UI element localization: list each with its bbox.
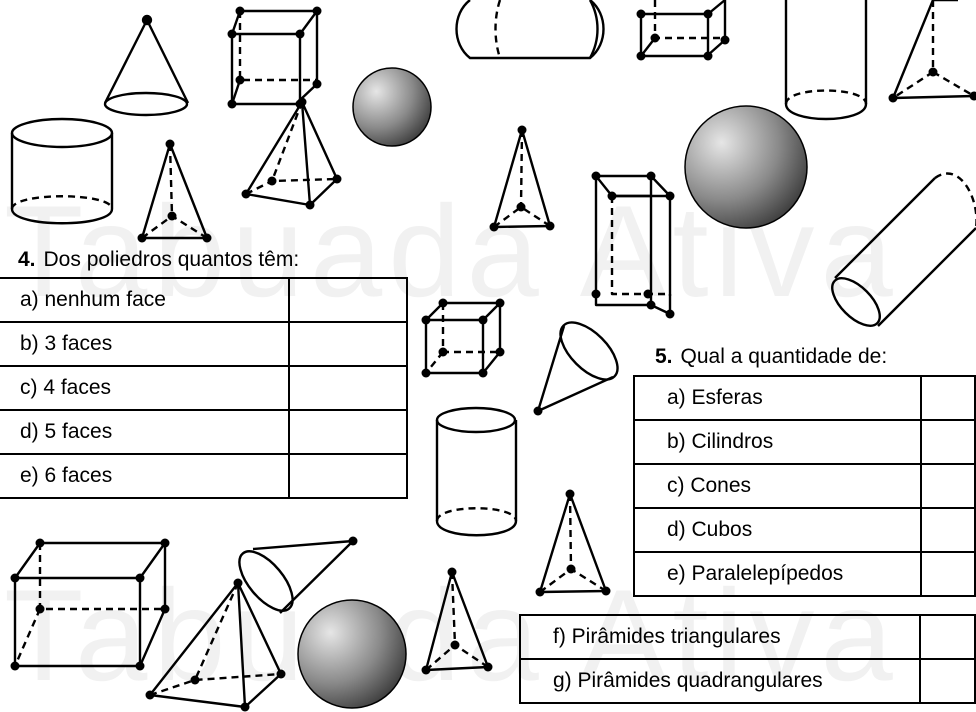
table-row: b) 3 faces — [0, 321, 408, 367]
table-row: c) Cones — [632, 463, 976, 509]
table-row: d) 5 faces — [0, 409, 408, 455]
answer-cell[interactable] — [920, 419, 976, 465]
row-label: e) 6 faces — [0, 453, 290, 499]
table-row: a) Esferas — [632, 375, 976, 421]
cube-shape — [636, 0, 730, 61]
table-row: b) Cilindros — [632, 419, 976, 465]
cone-shape — [238, 536, 358, 614]
answer-cell[interactable] — [920, 551, 976, 597]
row-label: b) 3 faces — [0, 321, 290, 367]
question-5-table-wide-rows: f) Pirâmides triangulares g) Pirâmides q… — [518, 614, 976, 704]
rectangular-prism-shape — [591, 171, 675, 319]
row-label: d) Cubos — [632, 507, 923, 553]
answer-cell[interactable] — [920, 463, 976, 509]
answer-cell[interactable] — [288, 277, 408, 323]
question-4-number: 4. — [18, 248, 36, 271]
row-label: f) Pirâmides triangulares — [518, 614, 922, 660]
table-row: f) Pirâmides triangulares — [518, 614, 976, 660]
triangular-pyramid-shape — [535, 489, 611, 597]
answer-cell[interactable] — [919, 614, 976, 660]
table-row: c) 4 faces — [0, 365, 408, 411]
row-label: a) nenhum face — [0, 277, 290, 323]
question-4-title: 4. Dos poliedros quantos têm: — [18, 248, 299, 272]
table-row: d) Cubos — [632, 507, 976, 553]
triangular-pyramid-shape — [421, 567, 493, 675]
cylinder-shape — [784, 0, 868, 121]
answer-cell[interactable] — [288, 321, 408, 367]
row-label: b) Cilindros — [632, 419, 923, 465]
triangular-pyramid-shape — [137, 139, 212, 243]
cylinder-shape — [10, 117, 114, 225]
row-label: e) Paralelepípedos — [632, 551, 923, 597]
question-5-title: 5. Qual a quantidade de: — [655, 345, 887, 369]
cone-shape — [533, 321, 619, 416]
question-5-text: Qual a quantidade de: — [680, 345, 888, 368]
cone-shape — [103, 14, 190, 117]
answer-cell[interactable] — [919, 658, 976, 704]
cylinder-shape — [831, 172, 976, 327]
square-pyramid-shape — [241, 97, 342, 210]
answer-cell[interactable] — [288, 453, 408, 499]
square-pyramid-shape — [145, 578, 286, 712]
table-row: a) nenhum face — [0, 277, 408, 323]
row-label: d) 5 faces — [0, 409, 290, 455]
table-row: e) 6 faces — [0, 453, 408, 499]
row-label: g) Pirâmides quadrangulares — [518, 658, 922, 704]
triangular-pyramid-shape — [888, 0, 976, 103]
row-label: c) 4 faces — [0, 365, 290, 411]
answer-cell[interactable] — [920, 375, 976, 421]
answer-cell[interactable] — [920, 507, 976, 553]
answer-cell[interactable] — [288, 365, 408, 411]
question-4-table: a) nenhum face b) 3 faces c) 4 faces d) … — [0, 277, 408, 499]
cube-shape — [227, 6, 322, 109]
cube-shape — [421, 298, 505, 378]
question-5-table: a) Esferas b) Cilindros c) Cones d) Cubo… — [632, 375, 976, 597]
row-label: a) Esferas — [632, 375, 923, 421]
question-5-number: 5. — [655, 345, 673, 368]
answer-cell[interactable] — [288, 409, 408, 455]
cylinder-shape — [455, 0, 605, 60]
row-label: c) Cones — [632, 463, 923, 509]
sphere-shape — [684, 105, 808, 229]
sphere-shape — [352, 67, 432, 147]
cylinder-shape — [435, 406, 518, 537]
question-4-text: Dos poliedros quantos têm: — [43, 248, 300, 271]
sphere-shape — [297, 599, 407, 709]
table-row: e) Paralelepípedos — [632, 551, 976, 597]
rectangular-prism-shape — [10, 538, 170, 671]
table-row: g) Pirâmides quadrangulares — [518, 658, 976, 704]
triangular-pyramid-shape — [489, 125, 555, 232]
